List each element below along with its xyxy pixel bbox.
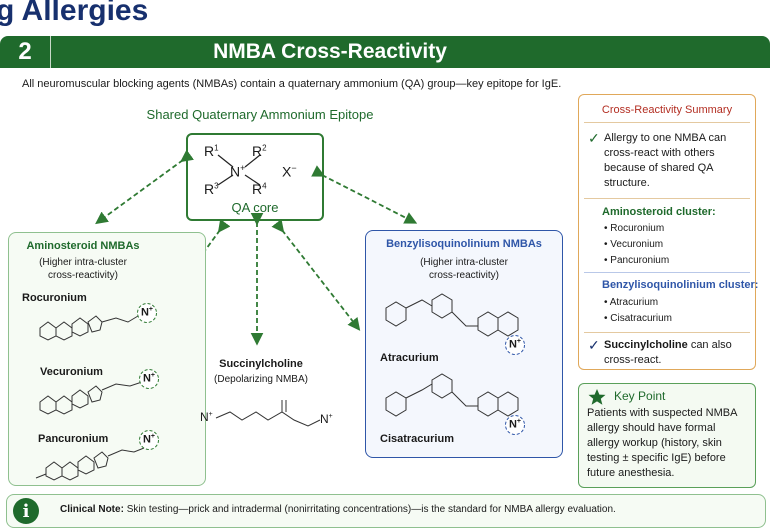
- pancuronium-structure: [35, 447, 145, 481]
- qa-core-label: QA core: [231, 200, 279, 215]
- r2-label: R2: [252, 143, 267, 159]
- benzylisoquinolinium-cluster: [365, 230, 563, 458]
- summary-check-icon-2: ✓: [588, 337, 600, 353]
- rocuronium-nplus-label: N+: [140, 306, 154, 319]
- drug-cisatracurium: Cisatracurium: [380, 433, 454, 445]
- clinical-note-text: Clinical Note: Skin testing—prick and in…: [60, 504, 616, 515]
- key-point-title: Key Point: [614, 389, 666, 403]
- anion-label: X−: [282, 163, 297, 180]
- vecuronium-nplus-label: N+: [142, 372, 156, 385]
- summary-benzyl-list: • Atracurium • Cisatracurium: [604, 297, 672, 324]
- section-header-bar: [0, 36, 770, 68]
- r1-label: R1: [204, 143, 219, 159]
- qa-structure: [217, 154, 261, 186]
- epitope-heading: Shared Quaternary Ammonium Epitope: [146, 107, 374, 122]
- benzyl-title: Benzylisoquinolinium NMBAs: [386, 238, 542, 250]
- succinylcholine-note: (Depolarizing NMBA): [214, 374, 308, 385]
- pancuronium-nplus-label: N+: [142, 433, 156, 446]
- benzyl-subtitle-2: cross-reactivity): [428, 270, 499, 281]
- summary-divider-1: [584, 122, 750, 123]
- aminosteroid-subtitle-2: cross-reactivity): [47, 270, 118, 281]
- clinical-note-bar: [6, 494, 766, 528]
- cisatracurium-nplus-ring: [505, 415, 525, 435]
- arrow-qa-to-atracurium: [271, 219, 361, 331]
- cisatracurium-structure: [385, 373, 519, 417]
- summary-check-icon-1: ✓: [588, 130, 600, 146]
- summary-benzyl-heading: Benzylisoquinolinium cluster:: [602, 279, 759, 291]
- r3-label: R3: [204, 181, 219, 197]
- summary-point-succ: Succinylcholine can also cross-react.: [604, 339, 732, 366]
- rocuronium-nplus-ring: [137, 303, 157, 323]
- benzyl-subtitle-1: (Higher intra-cluster: [420, 257, 508, 268]
- summary-divider-4: [584, 332, 750, 333]
- summary-divider-3: [584, 272, 750, 273]
- star-icon: [588, 389, 606, 405]
- intro-text: All neuromuscular blocking agents (NMBAs…: [22, 78, 562, 90]
- arrow-qa-to-aminosteroid: [95, 149, 194, 225]
- cisatracurium-nplus-label: N+: [508, 418, 522, 431]
- summary-title: Cross-Reactivity Summary: [601, 104, 733, 116]
- aminosteroid-title: Aminosteroid NMBAs: [26, 240, 140, 252]
- drug-succinylcholine: Succinylcholine: [219, 358, 303, 370]
- aminosteroid-subtitle-1: (Higher intra-cluster: [39, 257, 127, 268]
- section-number: 2: [0, 36, 51, 68]
- succinylcholine-n-right: N+: [320, 412, 333, 426]
- summary-divider-2: [584, 198, 750, 199]
- arrow-qa-to-benzyl: [311, 165, 418, 224]
- drug-vecuronium: Vecuronium: [40, 366, 103, 378]
- rocuronium-structure: [39, 315, 139, 341]
- summary-point-1: Allergy to one NMBA can cross-react with…: [604, 132, 727, 189]
- drug-atracurium: Atracurium: [380, 352, 439, 364]
- n-plus-label: N+: [230, 163, 246, 180]
- atracurium-structure: [385, 293, 519, 337]
- drug-pancuronium: Pancuronium: [38, 433, 109, 445]
- section-title: NMBA Cross-Reactivity: [213, 40, 447, 63]
- drug-rocuronium: Rocuronium: [22, 292, 87, 304]
- page-title: g Allergies: [0, 0, 149, 27]
- succinylcholine-n-left: N+: [200, 410, 213, 424]
- summary-amino-list: • Rocuronium • Vecuronium • Pancuronium: [604, 223, 670, 266]
- succinylcholine-structure: [215, 400, 321, 427]
- summary-panel: [578, 94, 756, 370]
- info-icon: i: [13, 498, 39, 524]
- aminosteroid-cluster: [8, 232, 206, 486]
- key-point-text: Patients with suspected NMBA allergy sho…: [587, 407, 738, 479]
- summary-amino-heading: Aminosteroid cluster:: [602, 206, 716, 218]
- key-point-panel: [578, 383, 756, 488]
- r4-label: R4: [252, 181, 267, 197]
- atracurium-nplus-label: N+: [508, 338, 522, 351]
- vecuronium-nplus-ring: [139, 369, 159, 389]
- vecuronium-structure: [39, 381, 143, 415]
- pancuronium-nplus-ring: [139, 430, 159, 450]
- atracurium-nplus-ring: [505, 335, 525, 355]
